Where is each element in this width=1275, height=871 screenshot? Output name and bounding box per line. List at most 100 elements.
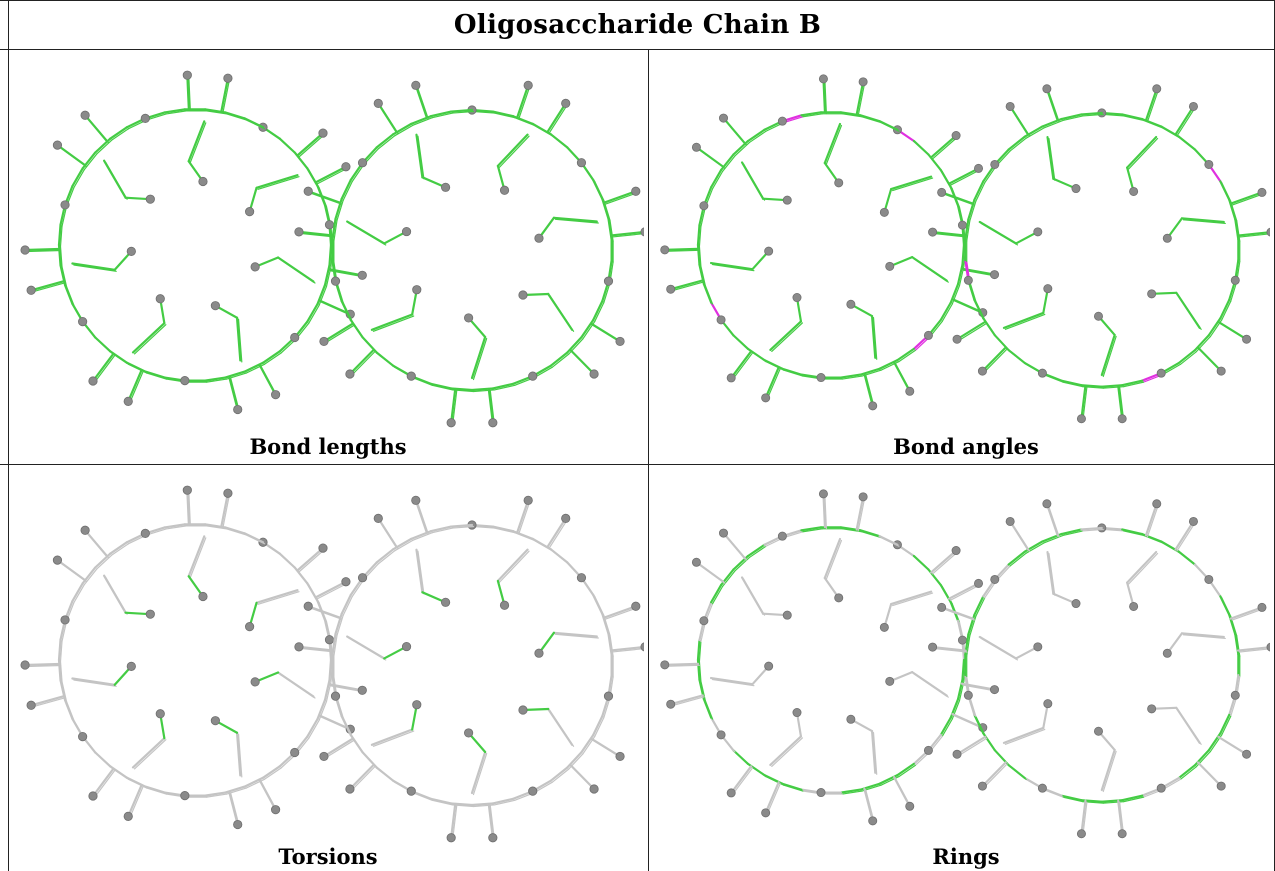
hydroxyl-bond xyxy=(764,366,780,399)
ring-bond xyxy=(351,735,365,755)
hydroxyl-oxygen-atom xyxy=(20,245,30,255)
hydroxyl-bond xyxy=(307,605,342,619)
ring-bond xyxy=(73,584,85,604)
glycosidic-oxygen-atom xyxy=(528,371,538,381)
ring-bond xyxy=(493,799,516,806)
glycosidic-oxygen-atom xyxy=(576,573,587,583)
side-chain-bond xyxy=(496,133,529,167)
hydroxyl-oxygen-atom xyxy=(488,418,498,428)
hydroxyl-oxygen-atom xyxy=(792,293,802,303)
hydroxyl-bond xyxy=(732,767,754,795)
side-chain-bond xyxy=(1048,137,1056,181)
side-chain-bond xyxy=(1100,333,1116,377)
glycosidic-oxygen-atom xyxy=(330,691,341,701)
ring-bond xyxy=(880,537,900,547)
ring-bond xyxy=(551,768,570,783)
hydroxyl-oxygen-atom xyxy=(818,489,828,499)
ring-bond xyxy=(721,320,736,338)
side-chain-bond xyxy=(257,176,300,190)
hydroxyl-bond xyxy=(548,519,568,550)
hydroxyl-oxygen-atom xyxy=(1188,516,1198,526)
glycosidic-oxygen-atom xyxy=(60,615,70,625)
hydroxyl-oxygen-atom xyxy=(858,77,868,87)
hydroxyl-bond xyxy=(669,694,704,706)
hydroxyl-bond xyxy=(1080,799,1087,835)
ring-bond xyxy=(1082,113,1104,117)
hydroxyl-bond xyxy=(983,763,1008,789)
side-chain-bond xyxy=(278,258,316,284)
hydroxyl-oxygen-atom xyxy=(928,642,938,652)
hydroxyl-bond xyxy=(316,167,349,185)
ring-bond xyxy=(336,614,344,636)
ring-bond xyxy=(472,389,495,393)
hydroxyl-oxygen-atom xyxy=(523,80,533,90)
ring-bond xyxy=(549,766,569,782)
hydroxyl-oxygen-atom xyxy=(977,781,987,791)
ring-bond xyxy=(61,205,68,227)
ring-bond xyxy=(748,764,767,778)
hydroxyl-oxygen-atom xyxy=(145,609,155,619)
ring-bond xyxy=(111,128,130,141)
ring-bond xyxy=(698,245,702,267)
hydroxyl-bond xyxy=(450,387,457,424)
hydroxyl-oxygen-atom xyxy=(126,246,136,256)
ring-bond xyxy=(377,768,396,783)
hydroxyl-bond xyxy=(929,549,958,574)
ring-bond xyxy=(491,110,515,118)
hydroxyl-oxygen-atom xyxy=(1266,227,1270,237)
side-chain-bond xyxy=(890,175,933,191)
hydroxyl-oxygen-atom xyxy=(719,528,728,538)
hydroxyl-oxygen-atom xyxy=(250,262,260,272)
hydroxyl-bond xyxy=(297,645,334,652)
ring-bond xyxy=(533,124,553,137)
hydroxyl-bond xyxy=(766,368,781,400)
hydroxyl-bond xyxy=(942,608,976,621)
hydroxyl-bond xyxy=(129,370,144,404)
hydroxyl-oxygen-atom xyxy=(182,70,192,80)
side-chain-bond xyxy=(71,677,116,686)
ring-bond xyxy=(721,735,736,753)
ring-bond xyxy=(841,113,863,118)
ring-bond xyxy=(491,797,515,805)
ring-bond xyxy=(746,543,766,558)
ring-bond xyxy=(765,360,785,371)
hydroxyl-oxygen-atom xyxy=(561,513,571,523)
ring-bond xyxy=(342,595,353,616)
ring-bond xyxy=(929,155,943,173)
hydroxyl-bond xyxy=(949,169,981,186)
hydroxyl-oxygen-atom xyxy=(155,294,165,304)
hydroxyl-oxygen-atom xyxy=(691,557,701,567)
glycosidic-oxygen-atom xyxy=(324,220,335,230)
side-chain-bond xyxy=(552,216,598,223)
ring-bond xyxy=(1230,696,1238,717)
ring-bond xyxy=(880,775,900,786)
hydroxyl-bond xyxy=(669,279,704,291)
side-chain-bond xyxy=(73,679,117,687)
hydroxyl-bond xyxy=(602,190,637,204)
hydroxyl-bond xyxy=(228,790,239,826)
hydroxyl-bond xyxy=(1236,231,1270,237)
ring-bond xyxy=(1080,526,1103,531)
ring-bond xyxy=(71,582,84,603)
hydroxyl-bond xyxy=(322,322,354,343)
side-chain-bond xyxy=(470,335,487,380)
ring-bond xyxy=(941,585,953,605)
hydroxyl-bond xyxy=(1144,502,1158,537)
side-chain-bond xyxy=(554,633,599,639)
side-chain-bond xyxy=(554,218,599,224)
ring-bond xyxy=(1060,113,1083,121)
side-chain-bond xyxy=(892,177,934,192)
ring-bond xyxy=(969,200,977,222)
hydroxyl-bond xyxy=(379,519,399,550)
ring-bond xyxy=(71,167,84,188)
hydroxyl-oxygen-atom xyxy=(26,700,36,710)
hydroxyl-bond xyxy=(855,495,865,531)
hydroxyl-bond xyxy=(981,346,1007,373)
glycosidic-oxygen-atom xyxy=(957,220,967,230)
hydroxyl-oxygen-atom xyxy=(834,593,844,603)
hydroxyl-bond xyxy=(822,77,827,114)
ring-bond xyxy=(898,349,916,363)
ring-bond xyxy=(1025,542,1045,554)
ring-bond xyxy=(783,369,804,377)
